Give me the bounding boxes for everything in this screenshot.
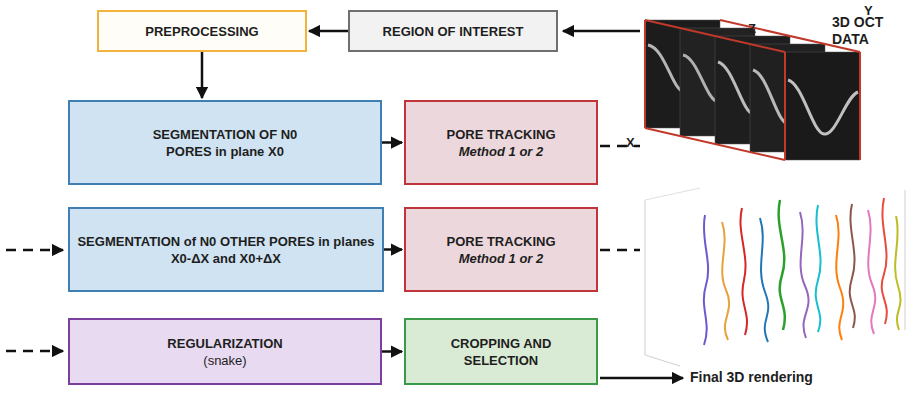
pore-track	[722, 222, 729, 340]
axis-label: Z	[748, 20, 756, 37]
pore-track	[868, 210, 875, 334]
pore-track	[779, 200, 785, 330]
box-subtitle: Method 1 or 2	[459, 250, 544, 267]
output-arrow	[600, 377, 683, 380]
rendering-plot	[645, 188, 905, 366]
box-subtitle: (snake)	[203, 352, 246, 369]
oct-retina	[788, 80, 858, 134]
input-arrow	[563, 30, 640, 33]
flow-arrow	[384, 248, 402, 251]
box-title: PORE TRACKING	[446, 126, 555, 143]
volume-frame	[645, 20, 785, 52]
process-box: PORE TRACKINGMethod 1 or 2	[404, 207, 598, 292]
box-subtitle: Method 1 or 2	[459, 143, 544, 160]
process-box: PREPROCESSING	[97, 10, 307, 52]
flow-arrow	[309, 30, 348, 33]
dashed-continuation	[600, 249, 640, 252]
flow-arrow	[201, 52, 204, 98]
pore-track	[895, 216, 900, 330]
box-title: CROPPING AND SELECTION	[431, 335, 571, 369]
pore-track	[704, 215, 708, 345]
volume-frame	[644, 20, 646, 128]
pore-track	[800, 212, 809, 338]
volume-frame	[859, 52, 861, 160]
axis-label: X	[626, 134, 635, 151]
process-box: REGION OF INTEREST	[348, 10, 558, 52]
box-title: REGULARIZATION	[167, 335, 282, 352]
box-title: PREPROCESSING	[145, 23, 258, 40]
pore-track	[816, 205, 821, 332]
axis-label: Y	[864, 2, 873, 19]
flow-arrow	[382, 350, 402, 353]
plot-axis	[645, 188, 700, 200]
pore-track	[760, 218, 768, 342]
oct-volume	[645, 20, 860, 160]
plot-axis	[645, 200, 646, 355]
plot-axis	[645, 355, 680, 366]
output-label: Final 3D rendering	[690, 369, 813, 386]
box-title: PORE TRACKING	[446, 233, 555, 250]
dashed-input	[6, 350, 63, 353]
dashed-input	[6, 249, 63, 252]
pore-track	[882, 198, 887, 324]
pore-track	[740, 208, 747, 335]
box-title: SEGMENTATION of N0 OTHER PORES in planes…	[76, 233, 376, 267]
process-box: PORE TRACKINGMethod 1 or 2	[404, 100, 598, 185]
process-box: SEGMENTATION OF N0 PORES in plane X0	[68, 100, 382, 185]
process-box: CROPPING AND SELECTION	[404, 318, 598, 385]
volume-frame	[645, 128, 785, 160]
process-box: REGULARIZATION(snake)	[68, 318, 382, 385]
pore-track	[836, 215, 843, 340]
flow-arrow	[382, 141, 402, 144]
box-title: SEGMENTATION OF N0 PORES in plane X0	[130, 126, 320, 160]
figure-title: 3D OCT DATA	[832, 14, 912, 48]
box-title: REGION OF INTEREST	[383, 23, 524, 40]
process-box: SEGMENTATION of N0 OTHER PORES in planes…	[68, 207, 384, 292]
pore-track	[850, 204, 855, 328]
volume-frame	[784, 52, 786, 160]
oct-slice	[785, 52, 860, 160]
plot-axis	[905, 190, 906, 330]
